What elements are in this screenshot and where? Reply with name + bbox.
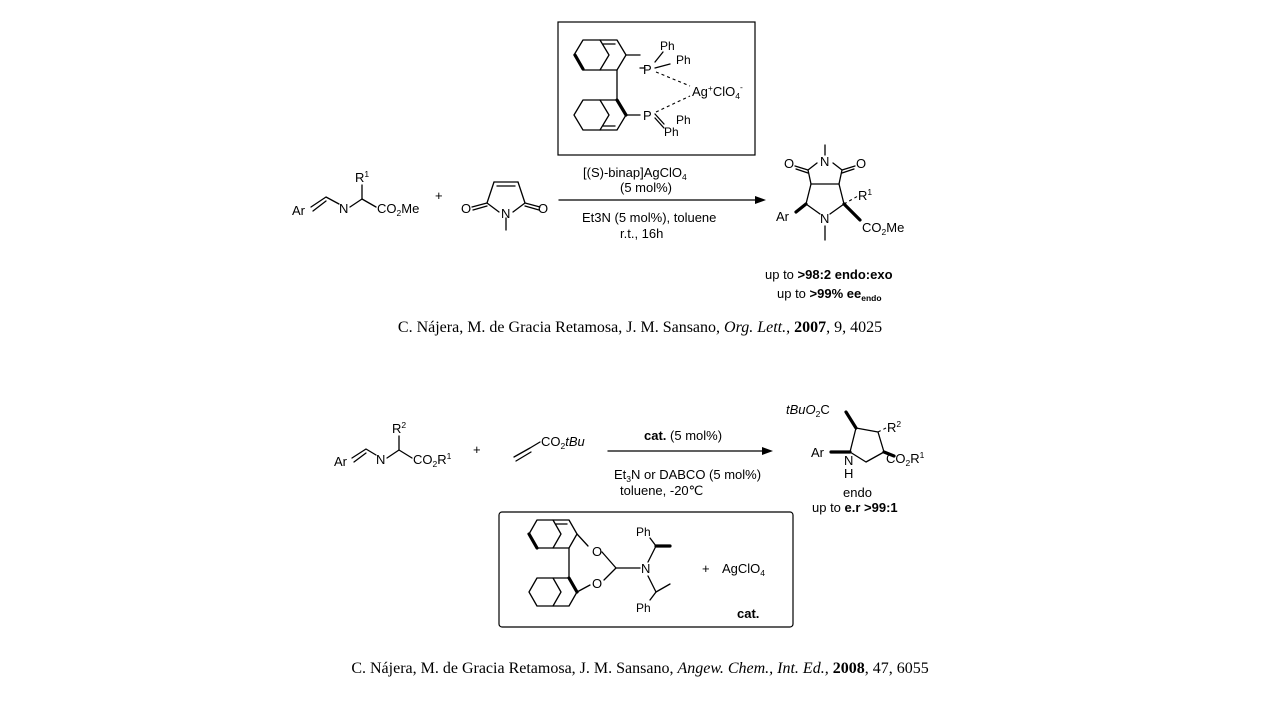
agclo4-label: AgClO4	[722, 561, 765, 578]
citation-2-rest: , 47, 6055	[864, 660, 929, 677]
selectivity-2-er: up to e.r >99:1	[812, 500, 898, 515]
phenyl-2: Ph	[676, 53, 691, 67]
product-2-nitrogen: N	[844, 453, 853, 468]
citation-1-year: 2007	[794, 319, 827, 336]
ar-label: Ar	[292, 203, 306, 218]
reagent-2-line: cat. (5 mol%)	[644, 428, 722, 443]
r1-label: R1	[355, 169, 369, 185]
phosphorus-1: P	[643, 62, 652, 77]
label-endo: endo	[843, 485, 872, 500]
citation-1-rest: , 9, 4025	[826, 319, 883, 336]
selectivity-1-ee: up to >99% eeendo	[777, 286, 882, 303]
reaction-1: Ar N R1 CO2Me + O O N	[292, 21, 904, 303]
oxygen-2: O	[592, 576, 602, 591]
selectivity-1-dr: up to >98:2 endo:exo	[765, 267, 893, 282]
product-1-structure: N O O N Ar R1 CO2Me	[776, 144, 904, 241]
imine-ester-2: Ar N R2 CO2R1	[334, 420, 452, 469]
product-ar: Ar	[776, 209, 790, 224]
citation-1-authors: C. Nájera, M. de Gracia Retamosa, J. M. …	[397, 319, 725, 336]
citation-1: C. Nájera, M. de Gracia Retamosa, J. M. …	[0, 319, 1280, 337]
phenyl-top: Ph	[636, 525, 651, 539]
condition-1-line-1: Et3N (5 mol%), toluene	[582, 210, 716, 225]
acrylate-ester-label: CO2tBu	[541, 434, 585, 451]
product-tbu-ester: tBuO2C	[786, 402, 830, 419]
product-2-ar: Ar	[811, 445, 825, 460]
phenyl-3: Ph	[676, 113, 691, 127]
citation-1-journal: Org. Lett.	[724, 319, 787, 336]
co2me-label: CO2Me	[377, 201, 419, 218]
product-oxygen-right: O	[856, 156, 866, 171]
n-label-2: N	[376, 452, 385, 467]
product-oxygen-left: O	[784, 156, 794, 171]
product-co2me: CO2Me	[862, 220, 904, 237]
reaction-2: Ar N R2 CO2R1 + CO2tBu cat. (5 mol%) Et3…	[334, 402, 925, 628]
citation-2-year: 2008	[832, 660, 865, 677]
product-2-r2: R2	[887, 419, 901, 435]
citation-2: C. Nájera, M. de Gracia Retamosa, J. M. …	[0, 660, 1280, 678]
oxygen-right: O	[538, 201, 548, 216]
citation-1-sep: ,	[786, 319, 795, 336]
reaction-arrow-2	[607, 447, 773, 455]
ar-label-2: Ar	[334, 454, 348, 469]
condition-2-line-2: toluene, -20℃	[620, 483, 703, 498]
plus-sign-3: +	[702, 561, 710, 576]
condition-1-line-2: r.t., 16h	[620, 226, 663, 241]
condition-2-line-1: Et3N or DABCO (5 mol%)	[614, 467, 761, 484]
imine-ester-1: Ar N R1 CO2Me	[292, 169, 419, 218]
r2-label: R2	[392, 420, 406, 436]
phenyl-4: Ph	[664, 125, 679, 139]
product-nitrogen-top: N	[820, 154, 829, 169]
product-nitrogen-bottom: N	[820, 211, 829, 226]
oxygen-1: O	[592, 544, 602, 559]
reaction-arrow-1	[558, 196, 766, 204]
catalyst-nitrogen: N	[641, 561, 650, 576]
n-methylmaleimide: O O N	[461, 181, 548, 231]
plus-sign-1: +	[435, 188, 443, 203]
binap-catalyst-box: P P Ph Ph Ph Ph Ag+ClO4-	[557, 21, 756, 156]
cat-label: cat.	[737, 606, 759, 621]
plus-sign-2: +	[473, 442, 481, 457]
product-2-structure: tBuO2C N H Ar R2 CO2R1	[786, 402, 925, 481]
catalyst-frame	[557, 21, 756, 156]
phenyl-bottom: Ph	[636, 601, 651, 615]
silver-perchlorate-label: Ag+ClO4-	[692, 82, 743, 101]
reagent-1-line-1: [(S)-binap]AgClO4	[583, 165, 687, 182]
phosphorus-2: P	[643, 108, 652, 123]
product-r1: R1	[858, 187, 872, 203]
phosphoramidite-catalyst-box: O O N Ph Ph + AgClO4 cat.	[498, 511, 794, 628]
product-2-hydrogen: H	[844, 466, 853, 481]
citation-2-authors: C. Nájera, M. de Gracia Retamosa, J. M. …	[351, 660, 678, 677]
n-label: N	[339, 201, 348, 216]
oxygen-left: O	[461, 201, 471, 216]
product-2-co2r1: CO2R1	[886, 450, 925, 468]
phenyl-1: Ph	[660, 39, 675, 53]
nitrogen-label: N	[501, 206, 510, 221]
co2r1-label: CO2R1	[413, 451, 452, 469]
reagent-1-line-2: (5 mol%)	[620, 180, 672, 195]
citation-2-journal: Angew. Chem., Int. Ed.,	[677, 660, 829, 677]
tert-butyl-acrylate: CO2tBu	[513, 434, 585, 462]
